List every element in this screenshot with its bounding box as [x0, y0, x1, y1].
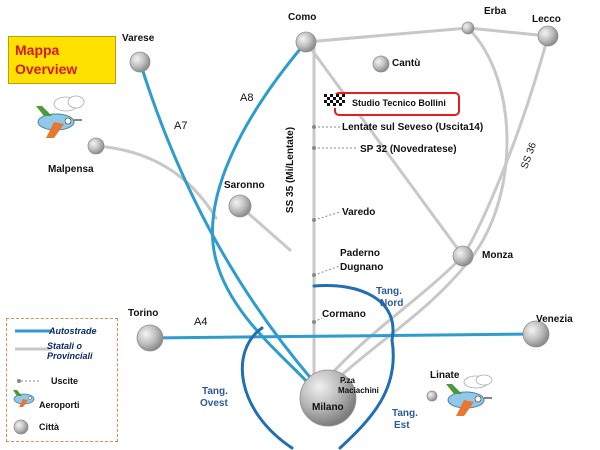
city-label-varese: Varese: [122, 33, 155, 44]
motorway-a7: [138, 60, 330, 400]
city-node-icon: [452, 245, 474, 267]
exit-dot-cormano: [312, 320, 316, 324]
city-nodes: [87, 21, 559, 427]
road-monza-milano: [324, 254, 465, 382]
road-label-tang-est-1: Tang.: [392, 408, 418, 419]
exit-label-lentate: Lentate sul Seveso (Uscita14): [342, 122, 484, 133]
city-node-icon: [295, 31, 317, 53]
exit-label-paderno: Paderno: [340, 248, 381, 259]
city-node-icon: [372, 55, 390, 73]
city-node-icon: [13, 419, 29, 435]
city-label-erba: Erba: [484, 6, 507, 17]
road-malpensa: [94, 144, 218, 220]
map-legend: Autostrade Statali o Provinciali Uscite …: [6, 318, 118, 442]
road-label-ss35: SS 35 (Mi/Lentate): [285, 126, 297, 214]
studio-label: Studio Tecnico Bollini: [352, 98, 446, 108]
legend-label-statali-1: Statali o: [47, 341, 83, 351]
city-node-icon: [461, 21, 475, 35]
exit-label-dugnano: Dugnano: [340, 262, 384, 273]
legend-label-uscite: Uscite: [51, 376, 79, 386]
exit-dot-varedo: [312, 218, 316, 222]
exit-dot-lentate: [312, 125, 316, 129]
motorways: [138, 40, 538, 400]
road-label-tang-nord-2: Nord: [380, 298, 404, 309]
road-como-erba: [304, 26, 470, 44]
exit-label-maciachini: Maciachini: [338, 386, 379, 395]
secondary-roads: [94, 26, 550, 382]
city-label-venezia: Venezia: [536, 314, 573, 325]
tang-nord: [312, 283, 395, 342]
legend-label-citta: Città: [39, 422, 59, 432]
exit-dot-paderno: [312, 273, 316, 277]
legend-label-aeroporti: Aeroporti: [39, 400, 80, 410]
tangenziali: [240, 283, 395, 450]
exit-label-pza: P.za: [340, 376, 355, 385]
city-label-lecco: Lecco: [532, 14, 561, 25]
city-label-milano: Milano: [312, 402, 344, 413]
city-node-icon: [129, 51, 151, 73]
road-erba-lecco: [466, 26, 550, 38]
road-label-sp32: SP 32 (Novedratese): [360, 144, 457, 155]
road-erba-milano: [334, 26, 509, 382]
city-node-icon: [426, 390, 438, 402]
airplane-icon: [446, 374, 493, 416]
legend-exit-dot: [17, 379, 21, 383]
checkered-flag-icon: [324, 94, 346, 108]
city-node-icon: [228, 194, 252, 218]
city-label-linate: Linate: [430, 370, 460, 381]
city-label-torino: Torino: [128, 308, 159, 319]
exit-label-cormano: Cormano: [322, 309, 366, 320]
road-label-tang-nord-1: Tang.: [376, 286, 402, 297]
city-node-icon: [136, 324, 164, 352]
map-title: Mappa Overview: [8, 36, 116, 84]
exit-dots: [312, 125, 316, 324]
motorway-a8: [211, 40, 324, 400]
studio-marker[interactable]: [334, 92, 460, 116]
exit-dot-sp32: [312, 146, 316, 150]
road-como-monza: [304, 40, 465, 258]
motorway-a4: [148, 332, 538, 340]
city-label-saronno: Saronno: [224, 180, 265, 191]
tang-est: [338, 338, 395, 450]
city-label-malpensa: Malpensa: [48, 164, 94, 175]
city-label-como: Como: [288, 12, 317, 23]
road-ss36: [461, 34, 550, 258]
city-label-monza: Monza: [482, 250, 514, 261]
city-node-icon: [537, 25, 559, 47]
title-line-2: Overview: [15, 61, 78, 77]
city-label-cantu: Cantù: [392, 58, 421, 69]
road-label-tang-ovest-1: Tang.: [202, 386, 228, 397]
exit-label-varedo: Varedo: [342, 207, 376, 218]
tang-ovest: [240, 326, 294, 450]
city-node-icon: [522, 320, 550, 348]
road-label-tang-ovest-2: Ovest: [200, 398, 228, 409]
airplane-icon: [36, 95, 85, 138]
road-label-a8: A8: [240, 92, 254, 104]
legend-label-statali-2: Provinciali: [47, 351, 93, 361]
airplane-icon: [13, 390, 35, 407]
road-label-a4: A4: [194, 316, 208, 328]
city-node-icon: [87, 137, 105, 155]
title-line-1: Mappa: [15, 42, 60, 58]
legend-symbols: [13, 329, 51, 435]
city-node-icon: [299, 369, 357, 427]
legend-label-autostrade: Autostrade: [49, 326, 97, 336]
road-label-tang-est-2: Est: [394, 420, 410, 431]
road-label-a7: A7: [174, 120, 188, 132]
